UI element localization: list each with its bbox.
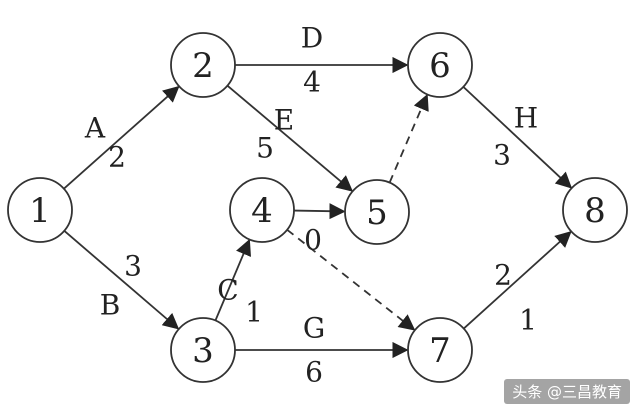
- node-label: 2: [192, 46, 214, 86]
- edge-1-2: [63, 85, 180, 190]
- node-1: 1: [7, 177, 73, 243]
- node-6: 6: [407, 32, 473, 98]
- node-circle: [562, 177, 628, 243]
- edge-3-4: [214, 238, 251, 321]
- watermark: 头条 @三昌教育: [504, 379, 630, 404]
- duration-label-7-8: 2: [494, 259, 512, 292]
- node-label: 4: [251, 191, 273, 231]
- node-2: 2: [170, 32, 236, 98]
- node-circle: [170, 317, 236, 383]
- node-4: 4: [229, 177, 295, 243]
- duration-label-7-8: 1: [519, 304, 537, 337]
- duration-label-1-3: 3: [124, 250, 142, 283]
- node-5: 5: [344, 179, 410, 245]
- activity-label-b: B: [100, 289, 121, 322]
- edges-layer: [63, 56, 573, 359]
- node-label: 6: [429, 46, 451, 86]
- activity-label-d: D: [301, 22, 323, 55]
- activity-label-c: C: [217, 274, 238, 307]
- node-circle: [7, 177, 73, 243]
- activity-label-h: H: [514, 102, 538, 135]
- node-7: 7: [407, 317, 473, 383]
- node-3: 3: [170, 317, 236, 383]
- duration-label-3-4: 1: [245, 296, 263, 329]
- node-circle: [229, 177, 295, 243]
- duration-label-2-6: 4: [303, 66, 321, 99]
- activity-label-a: A: [84, 112, 106, 145]
- node-label: 5: [366, 193, 388, 233]
- duration-label-1-2: 2: [108, 141, 126, 174]
- node-circle: [407, 317, 473, 383]
- node-label: 8: [584, 191, 606, 231]
- edge-2-5: [226, 84, 354, 192]
- edge-6-8: [462, 86, 573, 189]
- duration-label-6-8: 3: [493, 139, 511, 172]
- node-circle: [170, 32, 236, 98]
- duration-label-3-7: 6: [305, 356, 323, 389]
- duration-label-4-5: 0: [304, 224, 322, 257]
- node-8: 8: [562, 177, 628, 243]
- node-circle: [407, 32, 473, 98]
- node-circle: [344, 179, 410, 245]
- duration-label-2-5: 5: [256, 132, 274, 165]
- node-label: 7: [429, 331, 451, 371]
- edge-4-5: [293, 203, 346, 220]
- node-label: 3: [192, 331, 214, 371]
- edge-1-3: [63, 230, 180, 330]
- activity-label-g: G: [303, 312, 325, 345]
- node-label: 1: [29, 191, 51, 231]
- edge-5-6-dummy: [388, 93, 429, 183]
- activity-label-e: E: [274, 104, 294, 137]
- edge-7-8: [463, 231, 572, 330]
